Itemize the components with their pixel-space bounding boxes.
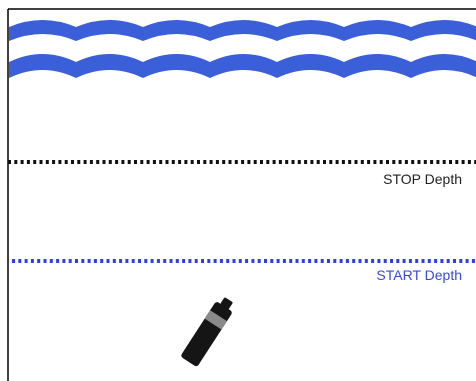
wave-band <box>9 54 476 78</box>
wave-icon <box>9 20 476 78</box>
stop-depth-label: STOP Depth <box>383 171 462 187</box>
wave-band <box>9 20 476 41</box>
sensor-device-icon <box>180 294 237 367</box>
start-depth-label: START Depth <box>376 267 462 283</box>
